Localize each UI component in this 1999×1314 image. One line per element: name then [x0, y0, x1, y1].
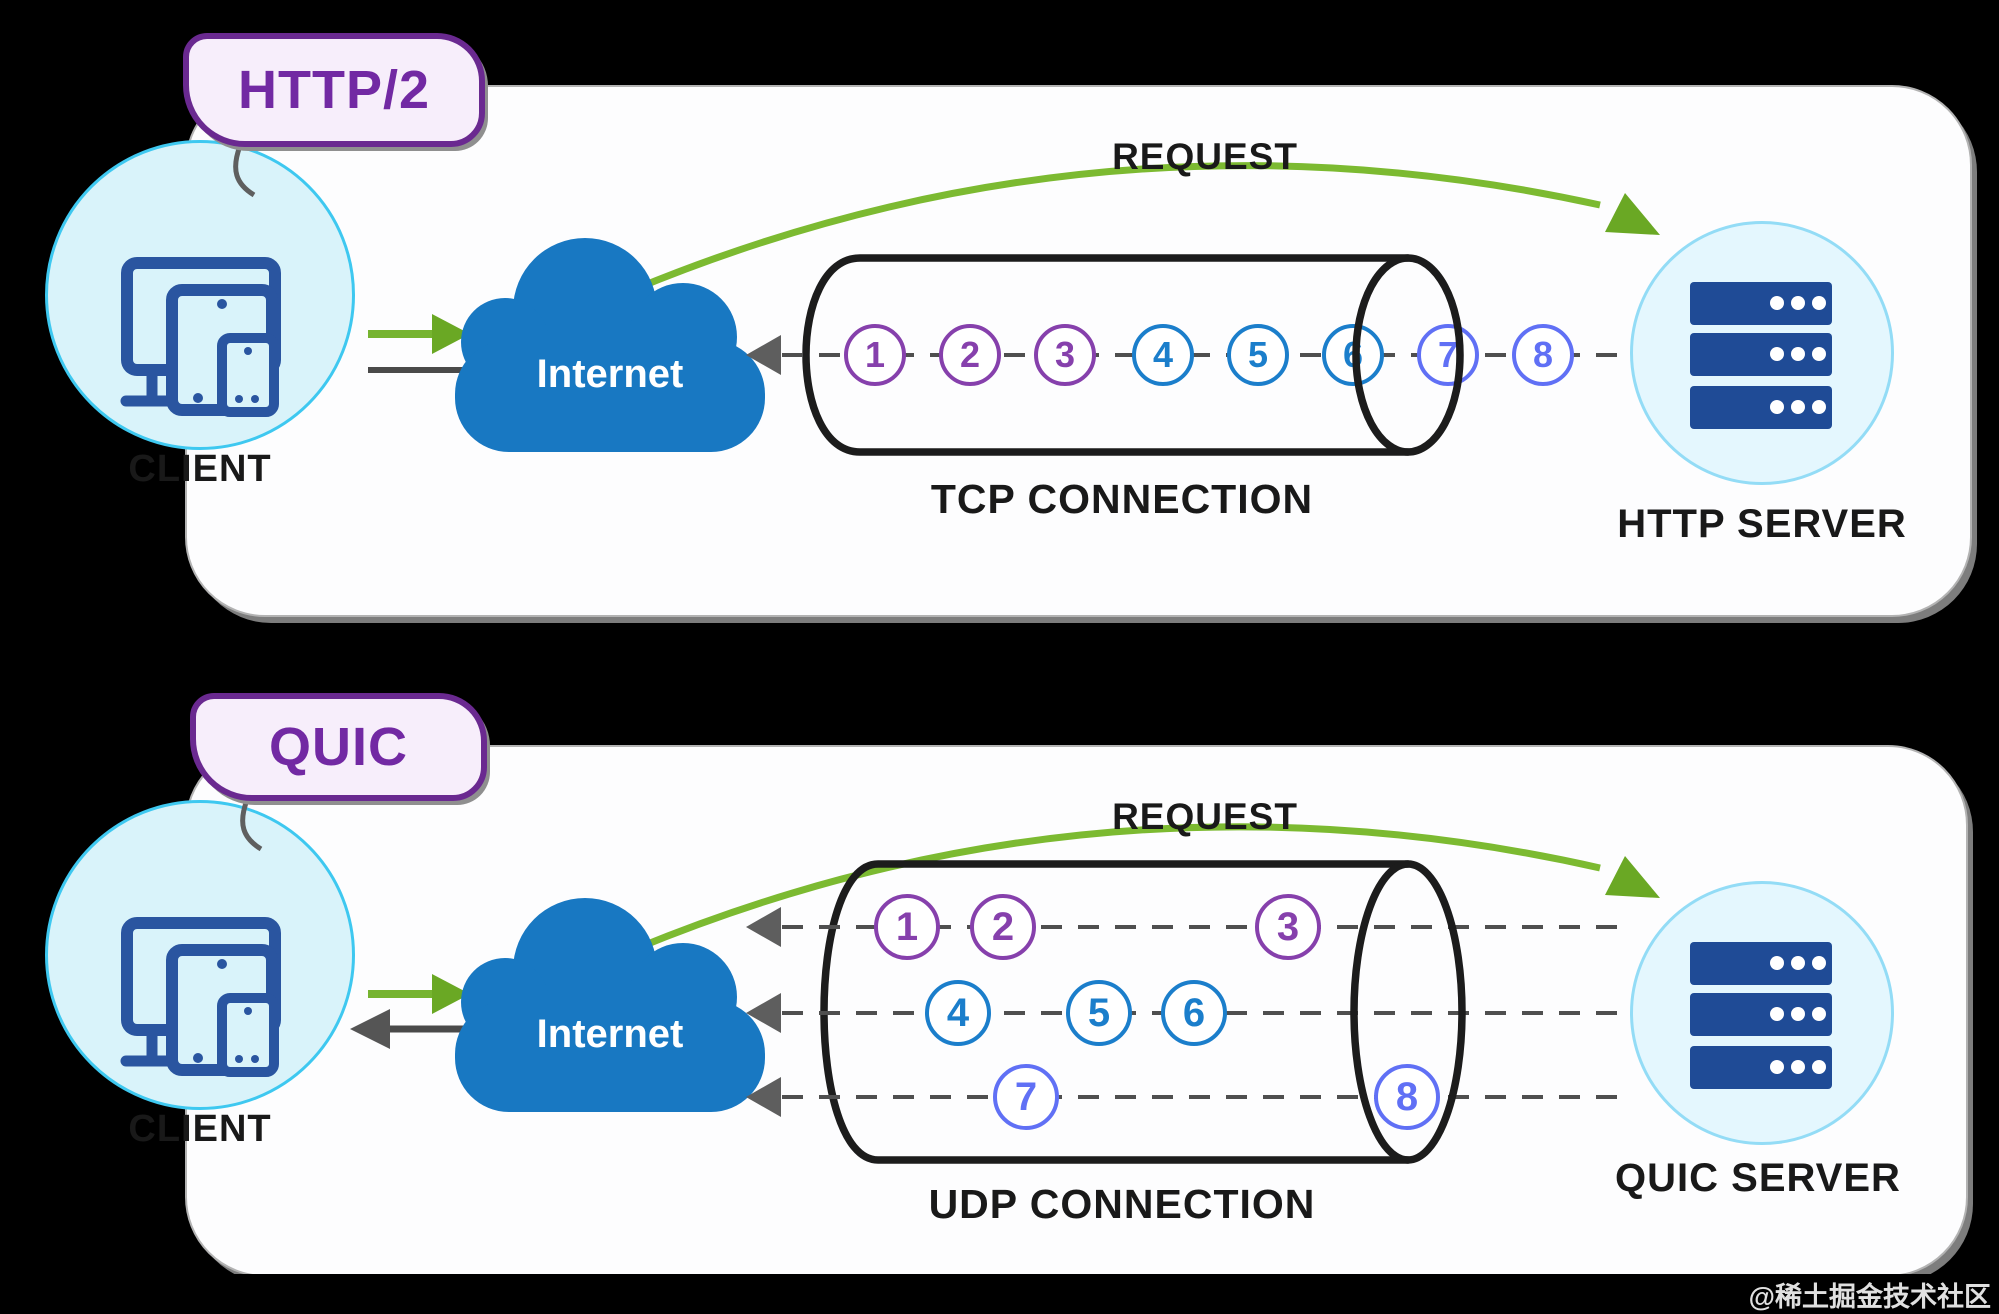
- packet-8-http2: 8: [1512, 324, 1574, 386]
- internet-label-http2: Internet: [536, 352, 684, 396]
- packet-4-http2: 4: [1132, 324, 1194, 386]
- packet-5-http2: 5: [1227, 324, 1289, 386]
- http2-badge: HTTP/2: [183, 33, 485, 147]
- packet-6-quic: 6: [1161, 980, 1227, 1046]
- packet-2-quic: 2: [970, 894, 1036, 960]
- connection-label-quic: UDP CONNECTION: [928, 1181, 1316, 1227]
- packet-6-http2: 6: [1322, 324, 1384, 386]
- request-label-quic: REQUEST: [1112, 796, 1298, 837]
- quic-badge: QUIC: [190, 693, 487, 801]
- packet-3-quic: 3: [1255, 894, 1321, 960]
- packet-3-http2: 3: [1034, 324, 1096, 386]
- packet-7-quic: 7: [993, 1064, 1059, 1130]
- packet-2-http2: 2: [939, 324, 1001, 386]
- client-circle-quic: [45, 800, 355, 1110]
- packet-1-quic: 1: [874, 894, 940, 960]
- server-circle-http2: [1630, 221, 1894, 485]
- request-label-http2: REQUEST: [1112, 136, 1298, 177]
- client-circle-http2: [45, 140, 355, 450]
- internet-label-quic: Internet: [536, 1012, 684, 1056]
- server-circle-quic: [1630, 881, 1894, 1145]
- packet-7-http2: 7: [1417, 324, 1479, 386]
- client-label-quic: CLIENT: [128, 1108, 272, 1150]
- watermark-text: @稀土掘金技术社区: [1748, 1281, 1991, 1312]
- client-label-http2: CLIENT: [128, 448, 272, 490]
- server-label-http2: HTTP SERVER: [1617, 502, 1907, 546]
- server-label-quic: QUIC SERVER: [1615, 1156, 1901, 1200]
- connection-label-http2: TCP CONNECTION: [930, 476, 1314, 522]
- packet-8-quic: 8: [1374, 1064, 1440, 1130]
- packet-5-quic: 5: [1066, 980, 1132, 1046]
- packet-4-quic: 4: [925, 980, 991, 1046]
- quic-badge-label: QUIC: [269, 717, 408, 777]
- http2-badge-label: HTTP/2: [237, 60, 431, 120]
- watermark-bar: @稀土掘金技术社区: [0, 1274, 1999, 1314]
- packet-1-http2: 1: [844, 324, 906, 386]
